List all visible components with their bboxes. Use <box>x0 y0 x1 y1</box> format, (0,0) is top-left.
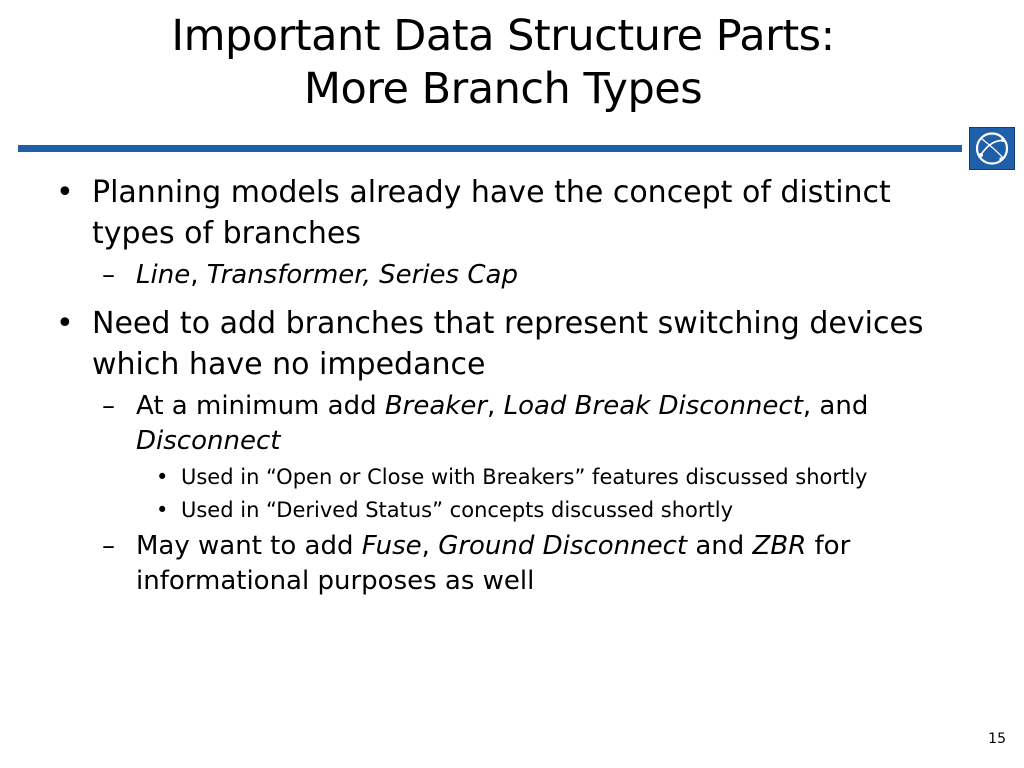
bullet-icon: • <box>156 498 169 522</box>
separator-text: , <box>190 260 207 290</box>
text-segment: , <box>487 391 504 421</box>
list-item: – At a minimum add Breaker, Load Break D… <box>52 389 982 459</box>
list-item: • Planning models already have the conce… <box>52 172 982 254</box>
term-breaker: Breaker <box>384 391 488 421</box>
page-number: 15 <box>988 731 1006 747</box>
title-divider <box>18 145 962 152</box>
term-load-break-disconnect: Load Break Disconnect <box>503 391 803 421</box>
text-segment: , and <box>802 391 869 421</box>
text-segment: May want to add <box>136 531 362 561</box>
branch-type-line: Line <box>136 260 191 290</box>
bullet-icon: • <box>156 465 169 489</box>
term-disconnect: Disconnect <box>136 426 281 456</box>
slide-title: Important Data Structure Parts: More Bra… <box>0 10 1006 116</box>
text-segment: , <box>421 531 439 561</box>
slide-body: • Planning models already have the conce… <box>52 172 982 603</box>
title-line-1: Important Data Structure Parts: <box>171 11 835 61</box>
branch-types-rest: Transformer, Series Cap <box>206 260 518 290</box>
text-segment: At a minimum add <box>136 391 385 421</box>
list-item: • Used in “Open or Close with Breakers” … <box>52 463 982 492</box>
list-item: – May want to add Fuse, Ground Disconnec… <box>52 529 982 599</box>
dash-bullet-icon: – <box>102 391 115 421</box>
term-zbr: ZBR <box>752 531 807 561</box>
globe-logo-icon <box>969 127 1015 170</box>
list-item-text: Need to add branches that represent swit… <box>92 306 924 382</box>
text-segment: and <box>687 531 753 561</box>
dash-bullet-icon: – <box>102 531 115 561</box>
list-item-text: Used in “Derived Status” concepts discus… <box>181 498 734 522</box>
text-segment: for informational purposes as well <box>136 531 851 596</box>
bullet-icon: • <box>56 175 74 210</box>
term-fuse: Fuse <box>361 531 422 561</box>
title-line-2: More Branch Types <box>303 64 703 114</box>
list-item-text: Used in “Open or Close with Breakers” fe… <box>181 465 868 489</box>
term-ground-disconnect: Ground Disconnect <box>438 531 688 561</box>
dash-bullet-icon: – <box>102 260 115 290</box>
bullet-icon: • <box>56 306 74 341</box>
list-item: • Need to add branches that represent sw… <box>52 303 982 385</box>
list-item-text: Planning models already have the concept… <box>92 175 891 251</box>
list-item: – Line, Transformer, Series Cap <box>52 258 982 293</box>
list-item: • Used in “Derived Status” concepts disc… <box>52 496 982 525</box>
